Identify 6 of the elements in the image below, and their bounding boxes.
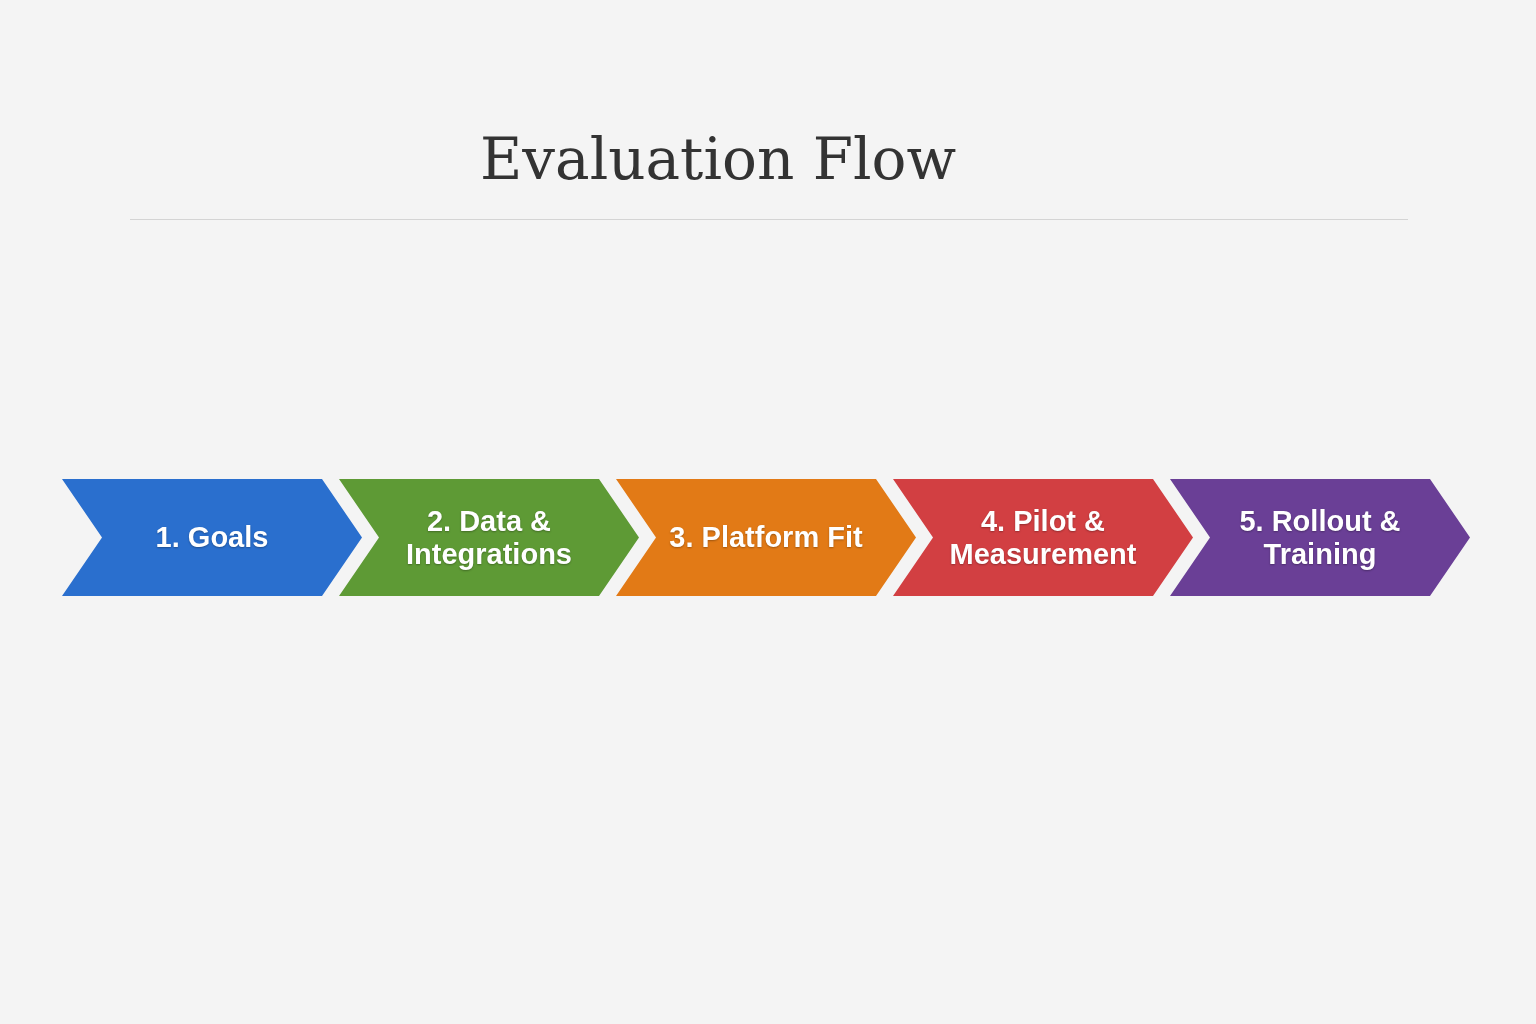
step-label: 3. Platform Fit [669,520,863,555]
step-label: 5. Rollout & Training [1238,504,1402,571]
step-label: 4. Pilot & Measurement [948,504,1138,571]
title: Evaluation Flow [479,125,957,193]
step-label: 2. Data & Integrations [405,504,573,571]
step-label: 1. Goals [155,520,269,555]
